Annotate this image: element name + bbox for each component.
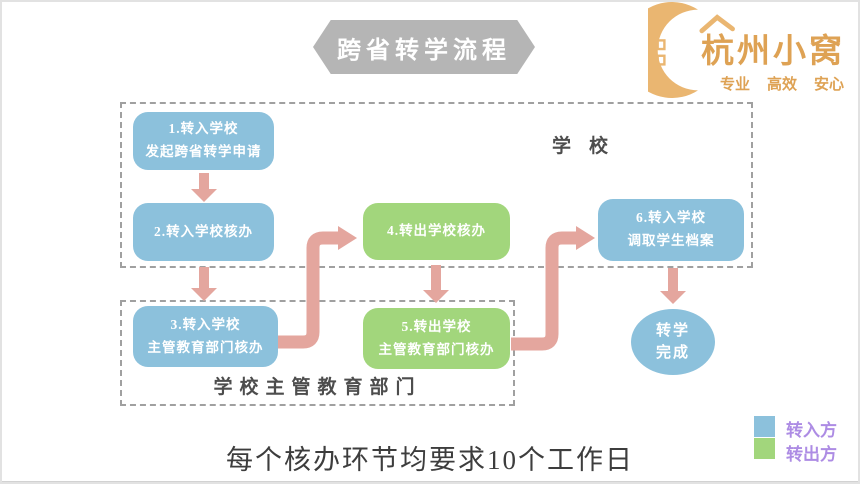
step-3-line-1: 3.转入学校 [170, 316, 241, 332]
arrow-step6-to-complete [660, 268, 686, 304]
school-region-label: 学校 [552, 136, 627, 157]
footer-note: 每个核办环节均要求10个工作日 [226, 445, 634, 475]
legend-label-transfer-in: 转入方 [786, 421, 837, 440]
step-5-line-1: 5.转出学校 [401, 318, 472, 334]
legend-swatch-transfer-out [754, 438, 775, 459]
step-box-4: 4.转出学校核办 [363, 203, 510, 260]
crescent-moon-icon [648, 2, 735, 98]
complete-line-1: 转学 [655, 322, 690, 339]
legend-label-transfer-out: 转出方 [786, 445, 837, 464]
step-1-line-2: 发起跨省转学申请 [145, 144, 262, 159]
step-box-1: 1.转入学校 发起跨省转学申请 [133, 112, 274, 170]
step-box-5: 5.转出学校 主管教育部门核办 [363, 308, 510, 369]
complete-line-2: 完成 [655, 345, 690, 361]
step-box-6: 6.转入学校 调取学生档案 [598, 199, 744, 261]
brand-taglines: 专业 高效 安心 [720, 73, 844, 94]
step-5-line-2: 主管教育部门核办 [378, 341, 495, 357]
step-box-2: 2.转入学校核办 [133, 203, 274, 261]
step-2-line-1: 2.转入学校核办 [153, 223, 254, 239]
step-1-line-1: 1.转入学校 [168, 121, 239, 137]
step-box-3: 3.转入学校 主管教育部门核办 [133, 306, 278, 367]
arrow-step2-to-step3 [191, 267, 217, 301]
title-banner: 跨省转学流程 [313, 20, 535, 74]
tagline-professional: 专业 [720, 76, 751, 93]
step-4-line-1: 4.转出学校核办 [386, 223, 487, 239]
legend-swatch-transfer-in [754, 416, 775, 437]
edu-dept-region-label: 学校主管教育部门 [213, 377, 422, 398]
tagline-efficient: 高效 [767, 76, 798, 93]
arrow-step4-to-step5 [423, 265, 449, 303]
tagline-reassuring: 安心 [814, 76, 845, 93]
step-3-line-2: 主管教育部门核办 [147, 339, 264, 355]
brand-name: 杭州小窝 [701, 34, 845, 70]
step-6-line-1: 6.转入学校 [635, 210, 707, 226]
page-title: 跨省转学流程 [337, 37, 511, 64]
step-6-line-2: 调取学生档案 [627, 233, 715, 248]
transfer-complete-ellipse: 转学 完成 [631, 309, 715, 375]
